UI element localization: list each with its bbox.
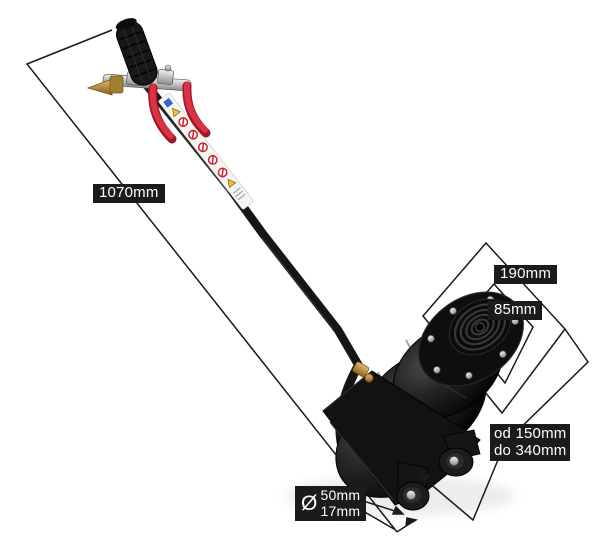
arrowhead <box>391 505 405 515</box>
warning-triangle-icon <box>227 178 237 189</box>
arrowhead <box>417 473 431 485</box>
wheel-diameter: 50mm <box>320 487 361 503</box>
air-inlet-nozzle <box>86 78 113 96</box>
info-icon <box>163 97 174 108</box>
arrowhead <box>405 517 418 528</box>
caster-wheel-rear <box>438 429 481 477</box>
prohibition-icons <box>178 117 228 178</box>
warning-sticker <box>158 93 254 210</box>
dimension-label-lift-range: od 150mm do 340mm <box>490 424 571 461</box>
control-valve <box>86 64 211 144</box>
jack-illustration <box>86 18 524 511</box>
brass-hose-fitting <box>352 361 374 383</box>
lift-range-from: od 150mm <box>494 425 567 442</box>
dimension-label-handle-length: 1070mm <box>93 184 165 203</box>
lift-range-to: do 340mm <box>494 441 567 459</box>
dimension-label-wheel: Ø 50mm 17mm <box>295 486 367 522</box>
handle-grip <box>115 18 158 86</box>
dimension-line-plate-width <box>422 241 566 415</box>
wheel-width: 17mm <box>320 502 361 519</box>
caster-wheel-front <box>396 461 430 511</box>
dimension-label-plate-width: 190mm <box>494 265 558 284</box>
lever-rod <box>139 77 364 371</box>
warning-triangle-icon <box>172 107 181 118</box>
dimension-line-handle-length <box>25 29 398 533</box>
diameter-symbol: Ø <box>301 492 318 516</box>
dimension-label-pad-diameter: 85mm <box>488 301 543 320</box>
